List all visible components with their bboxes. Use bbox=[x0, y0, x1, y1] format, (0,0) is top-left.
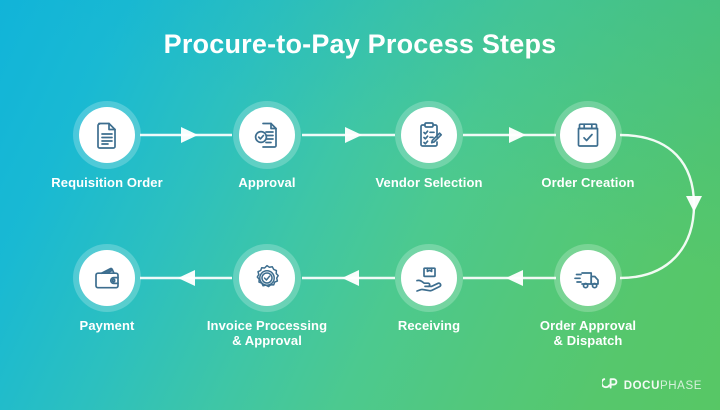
step-icon-circle bbox=[239, 250, 295, 306]
delivery-truck-icon bbox=[573, 263, 603, 293]
docuphase-logo-icon bbox=[600, 376, 619, 396]
step-label: Invoice Processing & Approval bbox=[206, 318, 328, 348]
brand-name-light: PHASE bbox=[660, 380, 702, 392]
step-icon-circle bbox=[79, 250, 135, 306]
step-label: Receiving bbox=[397, 318, 461, 333]
step-icon-circle bbox=[401, 107, 457, 163]
step-node-requisition-order[interactable]: Requisition Order bbox=[27, 107, 187, 190]
hand-package-icon bbox=[414, 263, 444, 293]
step-icon-circle bbox=[560, 250, 616, 306]
step-node-receiving[interactable]: Receiving bbox=[349, 250, 509, 333]
step-icon-circle bbox=[239, 107, 295, 163]
arrow-right-3 bbox=[509, 127, 526, 143]
step-label: Order Creation bbox=[541, 175, 635, 190]
step-node-vendor-selection[interactable]: Vendor Selection bbox=[349, 107, 509, 190]
document-icon bbox=[92, 120, 122, 150]
box-check-icon bbox=[573, 120, 603, 150]
arrow-left-2 bbox=[342, 270, 359, 286]
arrow-left-1 bbox=[506, 270, 523, 286]
clipboard-pencil-icon bbox=[414, 120, 444, 150]
step-icon-circle bbox=[79, 107, 135, 163]
seal-check-icon bbox=[252, 263, 282, 293]
step-icon-circle bbox=[560, 107, 616, 163]
step-node-order-approval-dispatch[interactable]: Order Approval & Dispatch bbox=[508, 250, 668, 348]
brand-logo-text: DOCUPHASE bbox=[624, 380, 702, 392]
step-node-payment[interactable]: Payment bbox=[27, 250, 187, 333]
arrow-down-curve bbox=[686, 196, 702, 212]
wallet-icon bbox=[92, 263, 122, 293]
step-node-invoice-processing-approval[interactable]: Invoice Processing & Approval bbox=[187, 250, 347, 348]
step-label: Requisition Order bbox=[51, 175, 163, 190]
step-icon-circle bbox=[401, 250, 457, 306]
step-label: Approval bbox=[238, 175, 296, 190]
document-check-icon bbox=[252, 120, 282, 150]
page-title: Procure-to-Pay Process Steps bbox=[163, 29, 557, 59]
brand-name-bold: DOCU bbox=[623, 380, 660, 392]
step-label: Order Approval & Dispatch bbox=[539, 318, 637, 348]
step-node-order-creation[interactable]: Order Creation bbox=[508, 107, 668, 190]
step-label: Payment bbox=[79, 318, 135, 333]
brand-logo: DOCUPHASE bbox=[600, 376, 702, 396]
arrow-right-1 bbox=[181, 127, 198, 143]
arrow-left-3 bbox=[178, 270, 195, 286]
step-label: Vendor Selection bbox=[375, 175, 483, 190]
arrow-right-2 bbox=[345, 127, 362, 143]
step-node-approval[interactable]: Approval bbox=[187, 107, 347, 190]
